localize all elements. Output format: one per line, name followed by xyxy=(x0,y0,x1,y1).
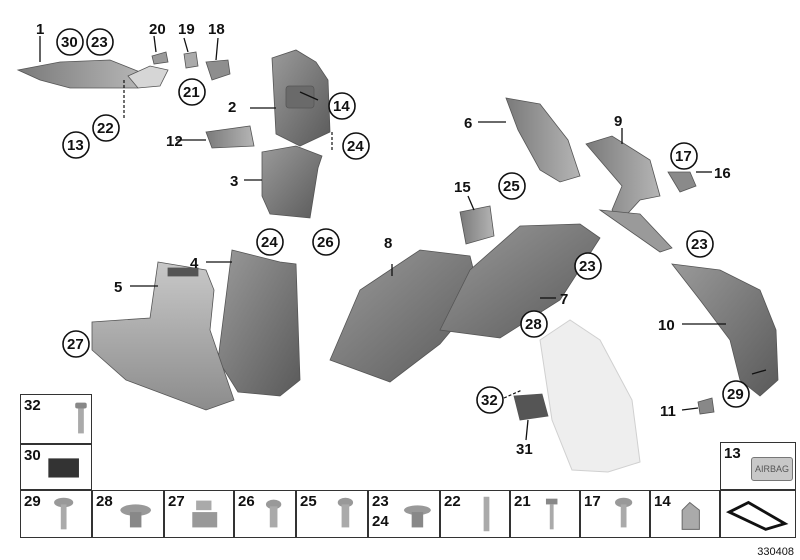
callout-19: 19 xyxy=(178,21,195,38)
callout-8: 8 xyxy=(384,235,392,252)
callout-3: 3 xyxy=(230,173,238,190)
part-2-pillar-upper xyxy=(271,49,331,147)
ptab-32: 32 xyxy=(20,394,92,444)
part-1-trim-top-left xyxy=(16,59,169,89)
callout-30: 30 xyxy=(61,34,78,51)
callout-29: 29 xyxy=(727,386,744,403)
callout-15: 15 xyxy=(454,179,471,196)
part-15-cover xyxy=(459,205,495,245)
callout-24: 24 xyxy=(347,138,364,155)
callout-2: 2 xyxy=(228,99,236,116)
part-18-clip xyxy=(205,59,231,81)
part-4-b-pillar-cover xyxy=(217,249,301,397)
rivet-icon xyxy=(545,498,558,530)
callout-27: 27 xyxy=(67,336,84,353)
grid-label-17: 17 xyxy=(584,493,601,510)
callout-23: 23 xyxy=(91,34,108,51)
grid-label-28: 28 xyxy=(96,493,113,510)
grid-label-13: 13 xyxy=(724,445,741,462)
ptab-14: 14 xyxy=(650,490,720,538)
callout-4: 4 xyxy=(190,255,199,272)
foam-pad-icon xyxy=(48,458,79,478)
ptab-22: 22 xyxy=(440,490,510,538)
grid-label-21: 21 xyxy=(514,493,531,510)
pin-icon xyxy=(483,496,490,532)
part-5-b-pillar-lower xyxy=(91,261,235,411)
ptab-25: 25 xyxy=(296,490,368,538)
expansion-clip-icon xyxy=(120,504,151,528)
screw-icon xyxy=(54,497,74,530)
callout-16: 16 xyxy=(714,165,731,182)
callout-21: 21 xyxy=(183,84,200,101)
part-7-rear-seat-center xyxy=(439,223,601,339)
push-rivet-icon xyxy=(337,497,354,528)
callout-32: 32 xyxy=(481,392,498,409)
callout-12: 12 xyxy=(166,133,183,150)
ptab-17: 17 xyxy=(580,490,650,538)
push-rivet-icon xyxy=(265,499,282,528)
grid-label-32: 32 xyxy=(24,397,41,414)
callout-9: 9 xyxy=(614,113,622,130)
grid-label-29: 29 xyxy=(24,493,41,510)
part-28-panel-ghost xyxy=(539,319,641,473)
clip-nut-icon xyxy=(192,500,218,528)
screw-icon xyxy=(75,402,87,434)
grid-label-26: 26 xyxy=(238,493,255,510)
grid-label-23: 23 xyxy=(372,493,389,510)
callout-10: 10 xyxy=(658,317,675,334)
callout-23b: 23 xyxy=(579,258,596,275)
grid-label-14: 14 xyxy=(654,493,671,510)
part-20-clip xyxy=(151,51,169,65)
ptab-26: 26 xyxy=(234,490,296,538)
callout-numbers: 1 30 23 20 19 18 21 2 14 22 13 12 3 24 2… xyxy=(36,21,750,458)
part-19-clip xyxy=(183,51,199,69)
part-16-bracket xyxy=(667,171,697,193)
grid-label-25: 25 xyxy=(300,493,317,510)
ptab-29: 29 xyxy=(20,490,92,538)
image-number: 330408 xyxy=(757,546,794,558)
ptab-nav-symbol xyxy=(720,490,796,538)
callout-25: 25 xyxy=(503,178,520,195)
callout-14: 14 xyxy=(333,98,350,115)
ptab-27: 27 xyxy=(164,490,234,538)
part-6-c-pillar-trim xyxy=(505,97,581,183)
grid-label-24: 24 xyxy=(372,513,389,530)
callout-13: 13 xyxy=(67,137,84,154)
callout-17: 17 xyxy=(675,148,692,165)
ptab-23-24: 23 24 xyxy=(368,490,440,538)
callout-22: 22 xyxy=(97,120,114,137)
callout-28: 28 xyxy=(525,316,542,333)
callout-7: 7 xyxy=(560,291,568,308)
callout-5: 5 xyxy=(114,279,122,296)
callout-31: 31 xyxy=(516,441,533,458)
ptab-30: 30 xyxy=(20,444,92,490)
screw-icon xyxy=(615,497,633,528)
callout-20: 20 xyxy=(149,21,166,38)
part-12-strip xyxy=(205,125,255,149)
ptab-21: 21 xyxy=(510,490,580,538)
callout-23c: 23 xyxy=(691,236,708,253)
callout-11: 11 xyxy=(660,403,676,420)
callout-18: 18 xyxy=(208,21,225,38)
ptab-13: 13 AIRBAG xyxy=(720,442,796,490)
callout-26: 26 xyxy=(317,234,334,251)
grid-label-27: 27 xyxy=(168,493,185,510)
part-10-wheel-arch-trim xyxy=(671,263,779,397)
part-11-clip xyxy=(697,397,715,415)
leader-lines xyxy=(39,35,767,441)
callout-6: 6 xyxy=(464,115,472,132)
ptab-28: 28 xyxy=(92,490,164,538)
part-9-rear-trim xyxy=(585,135,673,253)
airbag-label-part: AIRBAG xyxy=(751,457,793,481)
part-3-pillar-lower xyxy=(261,145,323,219)
callout-1: 1 xyxy=(36,21,44,38)
part-31-module xyxy=(513,393,549,421)
spring-clip-icon xyxy=(681,501,700,530)
callout-24b: 24 xyxy=(261,234,278,251)
grid-label-22: 22 xyxy=(444,493,461,510)
grid-label-30: 30 xyxy=(24,447,41,464)
direction-symbol-icon xyxy=(725,500,789,531)
expansion-clip-icon xyxy=(404,505,431,528)
